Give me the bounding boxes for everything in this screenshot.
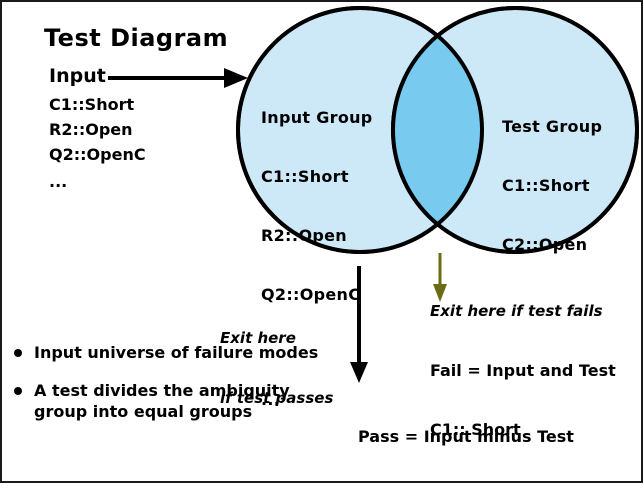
input-group-item: ... <box>261 390 281 409</box>
list-item-label: Input universe of failure modes <box>34 343 319 362</box>
test-group-circle-outline <box>391 6 639 254</box>
page-title: Test Diagram <box>44 24 229 52</box>
input-list-item: Q2::OpenC <box>49 145 146 164</box>
pass-exit-note-line1: Exit here <box>220 329 296 347</box>
fail-result-line: C1:: Short <box>430 420 521 439</box>
list-item: Input universe of failure modes <box>12 342 332 363</box>
test-group-title: Test Group <box>502 117 603 136</box>
pass-exit-note-line2: if test passes <box>220 389 334 407</box>
list-item: A test divides the ambiguity group into … <box>12 380 332 422</box>
input-list-item: R2::Open <box>49 120 133 139</box>
pass-exit-note: Exit here if test passes <box>220 288 333 448</box>
pass-exit-arrow <box>350 266 368 383</box>
input-list-item: C1::Short <box>49 95 135 114</box>
test-group-text-block: Test Group C1::Short C2::Open <box>502 78 602 293</box>
intersection-region <box>393 8 482 252</box>
input-list-item: ... <box>49 172 68 191</box>
pass-result-line: Pass = Input minus Test <box>358 427 574 446</box>
input-arrow <box>108 68 248 88</box>
pass-result-block: Pass = Input minus Test R2:: Open Q2::Op… <box>358 388 574 481</box>
test-group-item: C2::Open <box>502 235 588 254</box>
input-group-circle-outline <box>236 6 484 254</box>
input-group-item: Q2::OpenC <box>261 285 361 304</box>
input-group-text-block: Input Group C1::Short R2::Open Q2::OpenC… <box>261 69 373 448</box>
input-group-item: C1::Short <box>261 167 349 186</box>
bullet-dot-icon <box>14 387 22 395</box>
input-label: Input <box>49 65 106 87</box>
input-group-item: R2::Open <box>261 226 347 245</box>
list-item-label: A test divides the ambiguity group into … <box>34 381 290 421</box>
fail-exit-note: Exit here if test fails <box>430 302 603 320</box>
input-group-title: Input Group <box>261 108 373 127</box>
fail-exit-arrow <box>433 253 447 302</box>
fail-result-line: Fail = Input and Test <box>430 361 616 380</box>
fail-result-block: Fail = Input and Test C1:: Short <box>430 322 616 478</box>
notes-bullet-list: Input universe of failure modes A test d… <box>12 342 332 439</box>
test-group-item: C1::Short <box>502 176 590 195</box>
bullet-dot-icon <box>14 349 22 357</box>
